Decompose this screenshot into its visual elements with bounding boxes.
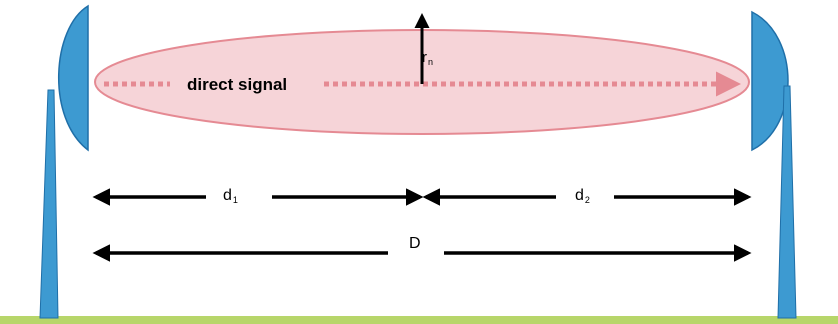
- ground-line: [0, 316, 838, 324]
- left-antenna-mast: [40, 90, 58, 318]
- distance-2-base: d: [575, 187, 584, 204]
- radius-label-base: r: [422, 49, 427, 66]
- left-antenna-dish-icon: [59, 6, 88, 150]
- total-distance-label: D: [409, 236, 421, 252]
- distance-1-base: d: [223, 187, 232, 204]
- right-antenna-mast: [778, 86, 796, 318]
- distance-1-label: d1: [223, 188, 238, 205]
- distance-2-label: d2: [575, 188, 590, 205]
- distance-1-sub: 1: [233, 195, 238, 205]
- distance-2-sub: 2: [585, 195, 590, 205]
- radius-label-sub: n: [428, 57, 433, 67]
- radius-label: rn: [422, 50, 433, 67]
- direct-signal-label: direct signal: [187, 76, 287, 93]
